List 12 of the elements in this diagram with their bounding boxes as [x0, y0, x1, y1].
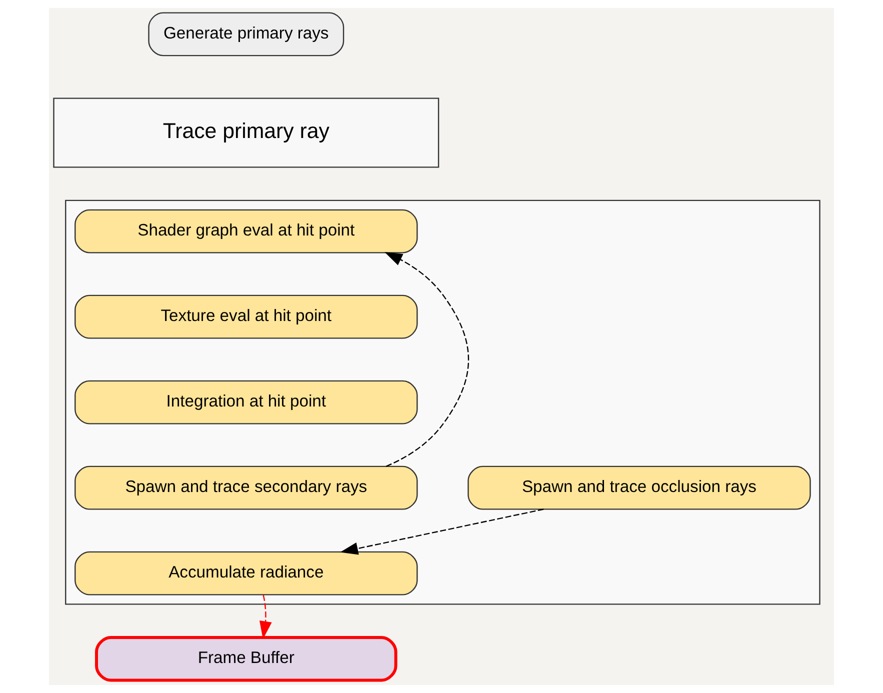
arrow [384, 252, 470, 467]
node-box: Trace primary ray [53, 98, 440, 168]
arrow [340, 508, 544, 555]
node-box: Shader graph eval at hit point [74, 209, 418, 254]
node-box: Spawn and trace occlusion rays [468, 466, 811, 510]
node-box: Spawn and trace secondary rays [74, 466, 418, 510]
node-box: Texture eval at hit point [74, 294, 418, 339]
node-box: Frame Buffer [95, 636, 398, 682]
node-box: Generate primary rays [148, 12, 344, 56]
node-box: Accumulate radiance [74, 551, 418, 596]
cluster [65, 200, 820, 605]
node-box: Integration at hit point [74, 380, 418, 424]
